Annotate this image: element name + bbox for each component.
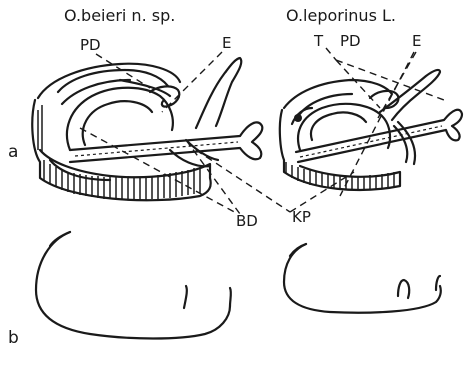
row-label-a: a [8,144,18,161]
left-rod [70,122,262,162]
row-label-b: b [8,330,19,347]
label-kp: KP [292,210,311,225]
right-base-block [280,110,400,190]
label-e-left: E [222,36,231,51]
species-right-title: O.leporinus L. [286,8,396,24]
right-hook [370,91,398,108]
label-t-right: T [314,34,323,49]
right-outline-b [284,244,441,313]
right-specimen-drawing [280,70,462,190]
left-blade [196,58,241,128]
species-left-title: O.beieri n. sp. [64,8,175,24]
label-pd-right: PD [340,34,361,49]
left-base-block [32,100,210,200]
left-specimen-drawing [32,58,262,200]
left-outline-b [36,232,231,339]
left-hook [150,86,179,106]
label-e-right: E [412,34,421,49]
label-pd-left: PD [80,38,101,53]
label-bd: BD [236,214,258,229]
